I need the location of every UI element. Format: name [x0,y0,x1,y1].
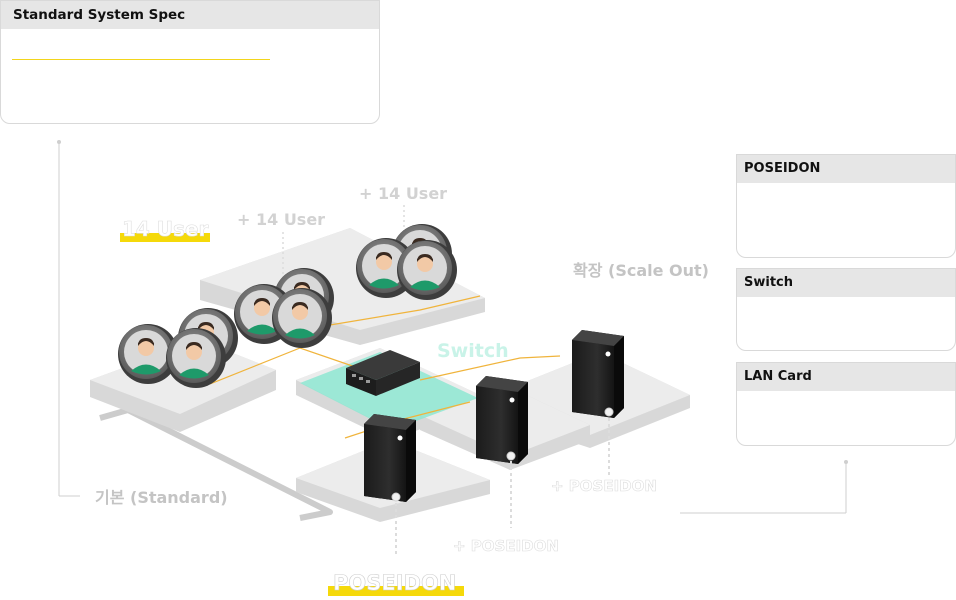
server-scaleout-1 [476,376,528,464]
server-base [364,414,416,502]
base-poseidon-label: POSEIDON [333,571,456,595]
standard-label: 기본 (Standard) [95,488,228,507]
spec-underline [12,59,270,60]
switch-label: Switch [437,340,509,362]
user-avatar [272,288,332,348]
lan-card-spec-panel: LAN Card [736,362,956,446]
add-poseidon-label-1: + POSEIDON [551,477,657,495]
standard-system-spec-panel: Standard System Spec [0,0,380,124]
server-scaleout-2 [572,330,624,418]
add-users-label-2: + 14 User [359,184,447,203]
spec-panel-title: Standard System Spec [1,1,379,29]
guide-lines [58,142,847,514]
add-users-label-1: + 14 User [237,210,325,229]
base-poseidon-highlight [328,586,464,596]
base-users-label: 14 User [122,217,209,241]
poseidon-panel-title: POSEIDON [737,155,955,183]
switch-zone [300,352,478,430]
base-users-highlight [120,233,210,242]
user-avatar [397,240,457,300]
user-avatar [166,328,226,388]
lan-card-panel-title: LAN Card [737,363,955,391]
network-switch-device [346,350,420,396]
base-tray [99,407,333,521]
server-leaders [395,412,610,555]
scale-out-label: 확장 (Scale Out) [573,261,709,280]
add-poseidon-label-2: + POSEIDON [453,537,559,555]
poseidon-spec-panel: POSEIDON [736,154,956,258]
switch-spec-panel: Switch [736,268,956,351]
switch-panel-title: Switch [737,269,955,297]
